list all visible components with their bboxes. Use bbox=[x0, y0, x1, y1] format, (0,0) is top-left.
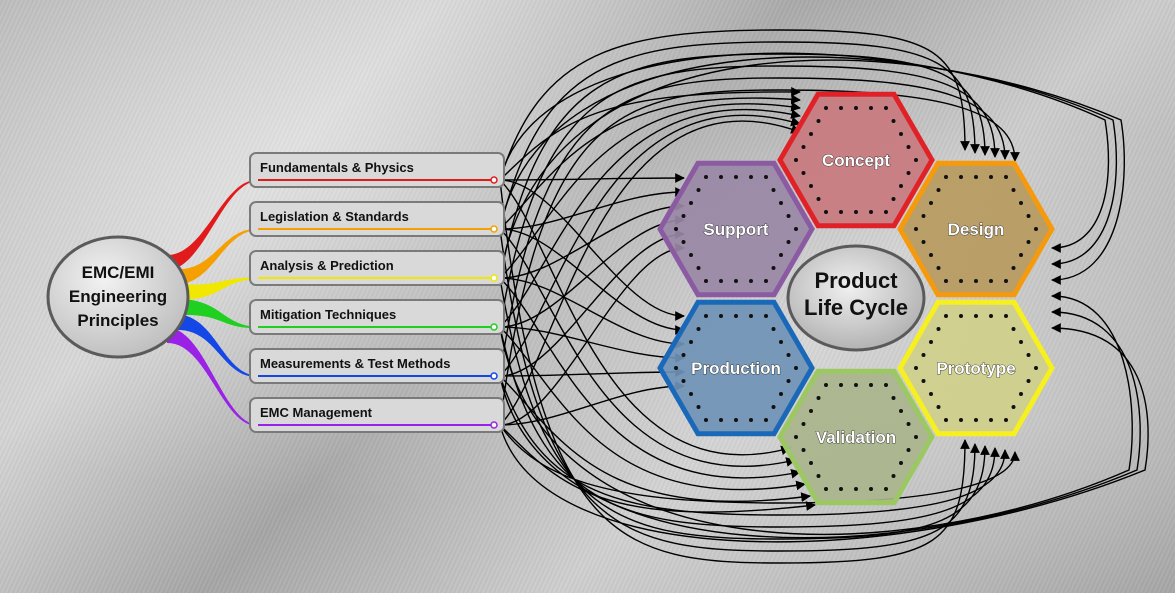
arrow-design-3 bbox=[499, 65, 1000, 328]
principle-box-mitigation[interactable]: Mitigation Techniques bbox=[249, 299, 505, 335]
endpoint-1 bbox=[490, 225, 498, 233]
emc-emi-hub: EMC/EMI Engineering Principles bbox=[46, 235, 190, 359]
principle-box-fundamentals[interactable]: Fundamentals & Physics bbox=[249, 152, 505, 188]
arrow-5-2 bbox=[499, 120, 801, 426]
hex-concept[interactable]: Concept bbox=[777, 91, 935, 229]
endpoint-0 bbox=[490, 176, 498, 184]
arrow-loop-5 bbox=[499, 323, 1149, 543]
arrow-0-1 bbox=[499, 179, 685, 321]
arrow-prototype-5 bbox=[499, 424, 1020, 504]
arrow-design-1 bbox=[499, 41, 980, 230]
arrow-2-3 bbox=[499, 277, 801, 479]
endpoint-5 bbox=[490, 421, 498, 429]
hex-support[interactable]: Support bbox=[657, 160, 815, 298]
hex-label: Design bbox=[948, 220, 1005, 239]
arrow-prototype-4 bbox=[499, 375, 1010, 516]
hex-label: Concept bbox=[822, 151, 890, 170]
arrow-design-2 bbox=[499, 53, 990, 279]
wedge-5 bbox=[167, 327, 258, 427]
hub-line-1: EMC/EMI bbox=[82, 263, 155, 282]
principle-label: Legislation & Standards bbox=[260, 209, 409, 224]
arrow-2-2 bbox=[499, 101, 801, 279]
hex-label: Production bbox=[691, 359, 781, 378]
principle-label: EMC Management bbox=[260, 405, 373, 420]
arrow-loop-2 bbox=[499, 59, 1125, 285]
arrow-1-1 bbox=[499, 228, 685, 335]
principle-box-measurements[interactable]: Measurements & Test Methods bbox=[249, 348, 505, 384]
arrow-design-5 bbox=[499, 89, 1020, 426]
arrow-0-0 bbox=[499, 173, 685, 183]
hex-validation[interactable]: Validation bbox=[777, 368, 935, 506]
arrow-3-2 bbox=[499, 108, 801, 328]
arrow-1-0 bbox=[499, 187, 685, 230]
principle-label: Fundamentals & Physics bbox=[260, 160, 414, 175]
wedge-4 bbox=[177, 314, 258, 378]
arrow-prototype-1 bbox=[499, 228, 980, 552]
product-life-cycle-center: Product Life Cycle bbox=[786, 244, 926, 352]
hex-prototype[interactable]: Prototype bbox=[897, 299, 1055, 437]
principle-box-legislation[interactable]: Legislation & Standards bbox=[249, 201, 505, 237]
wedge-0 bbox=[165, 179, 258, 271]
principle-list: Fundamentals & Physics Legislation & Sta… bbox=[249, 152, 505, 433]
arrow-prototype-2 bbox=[499, 277, 990, 540]
principle-box-analysis[interactable]: Analysis & Prediction bbox=[249, 250, 505, 286]
wedge-2 bbox=[182, 277, 258, 300]
hex-design[interactable]: Design bbox=[897, 160, 1055, 298]
arrow-5-0 bbox=[499, 243, 685, 426]
center-line-1: Product bbox=[814, 268, 898, 293]
hub-line-3: Principles bbox=[77, 311, 158, 330]
arrow-5-3 bbox=[499, 424, 816, 513]
arrow-design-4 bbox=[499, 77, 1010, 377]
arrow-prototype-3 bbox=[499, 326, 1000, 528]
arrow-3-3 bbox=[499, 326, 806, 491]
hex-production[interactable]: Production bbox=[657, 299, 815, 437]
connection-arrows bbox=[499, 29, 1149, 564]
wedge-1 bbox=[175, 228, 258, 285]
hex-label: Validation bbox=[816, 428, 896, 447]
principle-label: Measurements & Test Methods bbox=[260, 356, 450, 371]
endpoint-2 bbox=[490, 274, 498, 282]
hub-line-2: Engineering bbox=[69, 287, 167, 306]
principle-label: Analysis & Prediction bbox=[260, 258, 394, 273]
principle-underlines bbox=[258, 176, 498, 429]
principle-label: Mitigation Techniques bbox=[260, 307, 396, 322]
hex-label: Support bbox=[703, 220, 768, 239]
arrow-2-1 bbox=[499, 277, 685, 349]
principle-box-management[interactable]: EMC Management bbox=[249, 397, 505, 433]
arrow-4-3 bbox=[499, 375, 811, 503]
arrow-1-3 bbox=[499, 228, 796, 468]
endpoint-3 bbox=[490, 323, 498, 331]
hex-label: Prototype bbox=[936, 359, 1015, 378]
endpoint-4 bbox=[490, 372, 498, 380]
principle-wedges bbox=[165, 179, 258, 427]
center-line-2: Life Cycle bbox=[804, 295, 908, 320]
arrow-4-0 bbox=[499, 229, 685, 377]
arrow-3-1 bbox=[499, 326, 685, 363]
arrow-0-3 bbox=[499, 179, 791, 456]
wedge-3 bbox=[183, 299, 258, 329]
arrow-4-2 bbox=[499, 114, 801, 377]
arrow-5-1 bbox=[499, 381, 685, 426]
